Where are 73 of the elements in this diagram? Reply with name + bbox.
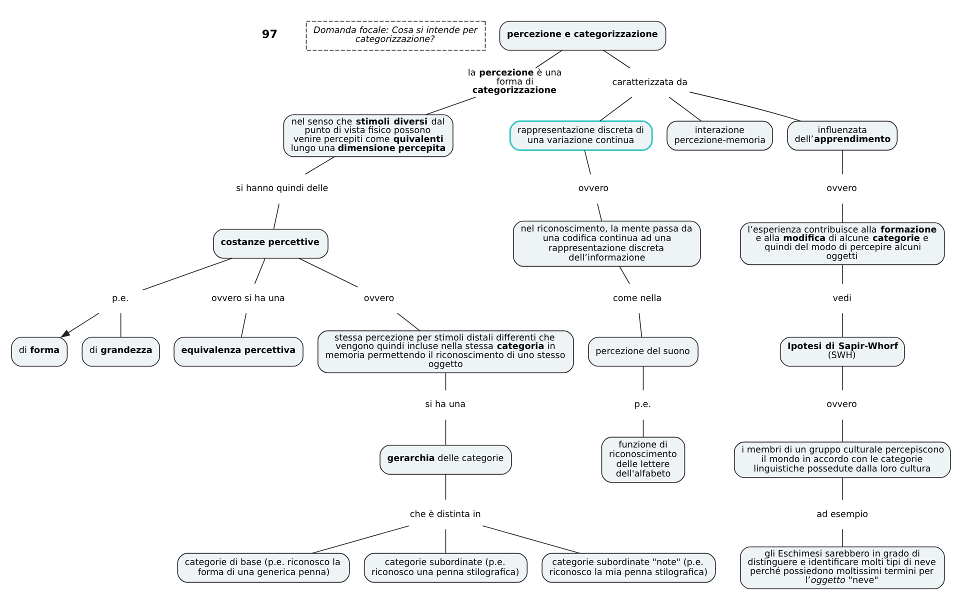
node-box: i membri di un gruppo culturale percepiscono il mondo in accordo con le categorie linguistiche possedute dalla loro cultura — [734, 442, 951, 478]
node-box: percezione e categorizzazione — [499, 20, 666, 51]
node-box: di grandezza — [82, 336, 160, 367]
node-box: nel senso che stimoli diversi dal punto di vista fisico possono venire percepiti come quivalenti lungo una dimensione percepita — [283, 114, 454, 158]
connector — [689, 92, 802, 122]
connector — [535, 50, 562, 68]
node-box: equivalenza percettiva — [174, 336, 304, 367]
node-box: interazione percezione-memoria — [666, 120, 774, 151]
connector — [240, 312, 247, 338]
node-text: si hanno quindi delle — [236, 184, 328, 194]
node-text: p.e. — [112, 294, 129, 304]
connector — [603, 50, 630, 68]
connector — [638, 312, 642, 338]
connector — [304, 156, 335, 175]
node-box: costanze percettive — [213, 228, 328, 259]
connector — [584, 150, 591, 175]
connector — [842, 366, 843, 391]
connector — [445, 528, 446, 554]
connector — [482, 525, 580, 554]
connector — [396, 312, 420, 332]
node-box: rappresentazione discreta di una variazione continua — [509, 120, 653, 152]
node-text: la percezione è una forma di categorizzazione — [468, 68, 562, 96]
node-box: percezione del suono — [588, 336, 698, 367]
node-box: categorie di base (p.e. riconosco la forma di una generica penna) — [177, 552, 350, 583]
connector — [619, 266, 630, 284]
connector — [312, 525, 410, 554]
node-box: Ipotesi di Sapir-Whorf (SWH) — [780, 336, 905, 367]
node-text: ovvero — [826, 184, 857, 194]
connector — [668, 96, 702, 122]
node-text: ovvero si ha una — [212, 294, 286, 304]
connector — [642, 366, 644, 391]
node-box: categorie subordinate (p.e. riconosco una penna stilografica) — [364, 552, 528, 583]
node-text: che è distinta in — [410, 510, 481, 520]
connector — [842, 528, 843, 548]
node-box: gerarchia delle categorie — [380, 444, 512, 475]
node-box: gli Eschimesi sarebbero in grado di distinguere e identificare molti tipi di neve perché possiedono moltissimi termini per l’oggetto "neve" — [740, 546, 945, 590]
connector — [254, 258, 266, 284]
connector — [842, 477, 843, 500]
node-text: ovvero — [826, 400, 857, 410]
node-box: Domanda focale: Cosa si intende per categorizzazione? — [306, 20, 486, 51]
node-text: ad esempio — [816, 510, 868, 520]
node-box: influenzata dell’apprendimento — [787, 120, 898, 151]
connector — [842, 419, 843, 442]
connector — [445, 474, 446, 500]
connector — [597, 203, 602, 222]
connector — [142, 258, 232, 290]
node-box: funzione di riconoscimento delle lettere dell'alfabeto — [601, 436, 686, 483]
connector — [842, 312, 843, 338]
connector — [120, 312, 122, 338]
node-box: nel riconoscimento, la mente passa da una codifica continua ad una rappresentazione discreta dell’informazione — [513, 220, 701, 267]
node-box: di forma — [11, 336, 68, 367]
connector — [445, 419, 446, 446]
connector — [273, 203, 280, 230]
node-text: si ha una — [425, 400, 466, 410]
connector — [642, 419, 644, 438]
node-text: ovvero — [578, 184, 609, 194]
node-box: l’esperienza contribuisce alla formazione e alla modifica di alcune categorie e quindi del modo di percepire alcuni oggetti — [740, 222, 945, 266]
connector — [425, 96, 476, 116]
label: 97 — [262, 28, 278, 41]
connector — [445, 372, 446, 391]
node-text: come nella — [613, 294, 662, 304]
node-text: vedi — [832, 294, 852, 304]
node-box: categorie subordinate "note" (p.e. riconosco la mia penna stilografica) — [542, 552, 716, 583]
connector — [842, 264, 843, 284]
node-box: stessa percezione per stimoli distali differenti che vengono quindi incluse nella stessa categoria in memoria permettendo il riconoscimento di uno stesso oggetto — [318, 330, 574, 374]
connector — [842, 150, 843, 175]
node-text: ovvero — [364, 294, 394, 304]
node-text: p.e. — [634, 400, 652, 410]
node-text: caratterizzata da — [612, 78, 688, 88]
connector — [298, 258, 358, 288]
arrow — [60, 312, 100, 338]
connector — [842, 203, 843, 224]
connector — [599, 96, 632, 122]
